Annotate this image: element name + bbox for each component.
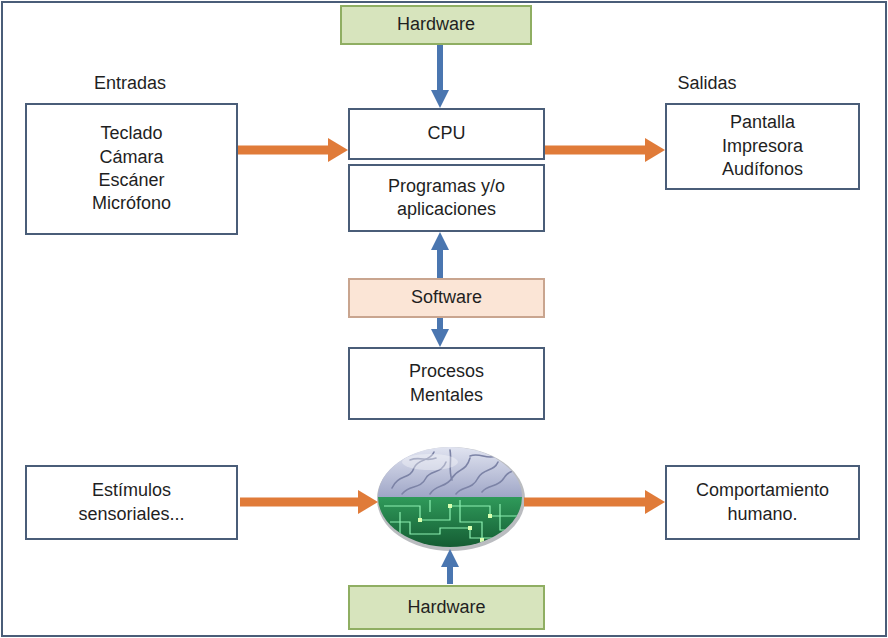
node-label: Hardware: [397, 13, 475, 36]
output-box: SalidasPantalla Impresora Audífonos: [665, 103, 860, 190]
behaviour-arrow: [524, 498, 649, 507]
stimulus-box: Estímulos sensoriales...: [25, 465, 238, 540]
node-label: Estímulos sensoriales...: [78, 479, 184, 526]
brain-gloss: [402, 454, 458, 470]
node-label: Teclado Cámara Escáner Micrófono: [92, 122, 171, 216]
brain-upper-half: [376, 445, 526, 498]
programs-box: Programas y/o aplicaciones: [348, 164, 545, 232]
node-label: Software: [411, 286, 482, 309]
hardware-box: Hardware: [348, 585, 545, 630]
stimulus-arrow: [240, 498, 362, 507]
flow-arrow: [437, 45, 443, 94]
group-heading: Salidas: [677, 72, 736, 95]
node-label: CPU: [427, 122, 465, 145]
hardware-box: Hardware: [340, 5, 532, 45]
node-label: Comportamiento humano.: [696, 479, 829, 526]
brain-circuit-lines: [384, 500, 518, 540]
flow-arrow: [238, 146, 332, 155]
node-label: Pantalla Impresora Audífonos: [722, 111, 803, 181]
flow-arrow: [545, 146, 649, 155]
hardware-brain-arrow: [447, 563, 453, 584]
cpu-box: CPU: [348, 108, 545, 160]
flow-arrow: [437, 318, 443, 333]
behaviour-box: Comportamiento humano.: [665, 465, 860, 540]
node-label: Hardware: [407, 596, 485, 619]
node-label: Programas y/o aplicaciones: [372, 175, 522, 222]
brain-folds: [392, 450, 516, 494]
brain-illustration: [376, 445, 526, 551]
software-box: Software: [348, 278, 545, 318]
flow-arrow: [437, 246, 443, 278]
node-label: Procesos Mentales: [409, 360, 484, 407]
mental-process-box: Procesos Mentales: [348, 347, 545, 420]
brain-circuit-pads: [398, 504, 492, 542]
brain-circuit-half: [376, 497, 526, 549]
group-heading: Entradas: [94, 72, 166, 95]
input-box: EntradasTeclado Cámara Escáner Micrófono: [25, 103, 238, 235]
